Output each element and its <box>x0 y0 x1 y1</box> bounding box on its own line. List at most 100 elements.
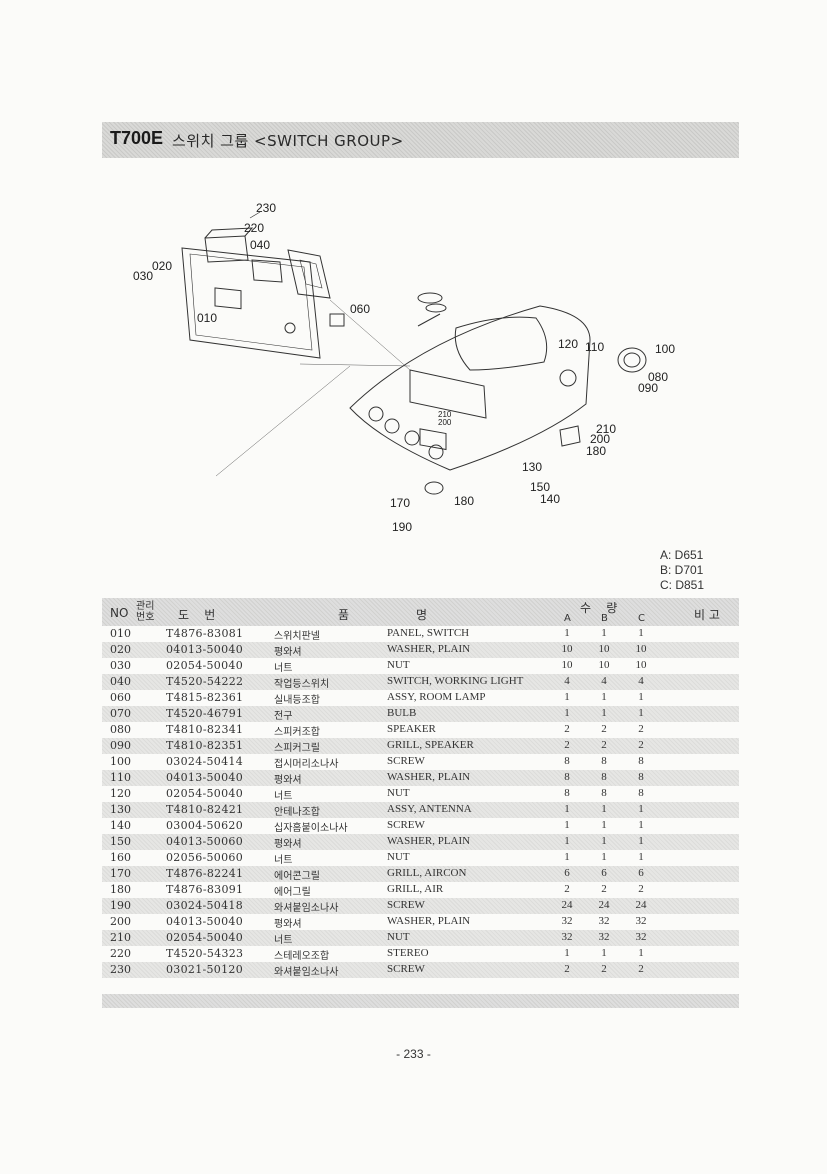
part-no: 220 <box>110 947 131 960</box>
part-name-kr: 너트 <box>274 855 293 866</box>
part-name-kr: 평와셔 <box>274 775 302 786</box>
qty-c: 10 <box>635 659 647 671</box>
switch-panel-shape <box>181 247 321 359</box>
qty-a: 1 <box>564 707 570 719</box>
qty-b: 2 <box>601 963 607 975</box>
table-header: NO 관리 번호 도 번 품 명 수 량 A B C 비 고 <box>102 598 739 626</box>
exploded-parts-diagram: 230 220 040 020 030 010 060 120 110 100 … <box>120 190 700 550</box>
part-code: T4520-46791 <box>166 707 244 720</box>
part-name-kr: 평와셔 <box>274 647 302 658</box>
callout-030: 030 <box>133 269 153 283</box>
qty-b: 1 <box>601 627 607 639</box>
part-no: 120 <box>110 787 131 800</box>
part-name-en: GRILL, SPEAKER <box>387 739 474 751</box>
part-no: 230 <box>110 963 131 976</box>
diagram-drawing: 230 220 040 020 030 010 060 120 110 100 … <box>133 201 675 534</box>
qty-c: 32 <box>635 915 647 927</box>
qty-c: 8 <box>638 755 644 767</box>
qty-b: 2 <box>601 723 607 735</box>
part-no: 150 <box>110 835 131 848</box>
part-no: 030 <box>110 659 131 672</box>
col-remarks: 비 고 <box>694 608 720 622</box>
part-name-kr: 작업등스위치 <box>274 679 330 690</box>
qty-b: 1 <box>601 835 607 847</box>
qty-a: 8 <box>564 771 570 783</box>
part-name-kr: 스피커조합 <box>274 727 320 738</box>
qty-a: 10 <box>561 643 573 655</box>
part-no: 040 <box>110 675 131 688</box>
qty-b: 8 <box>601 787 607 799</box>
part-code: 02054-50040 <box>166 659 244 672</box>
part-no: 070 <box>110 707 131 720</box>
qty-b: 1 <box>601 851 607 863</box>
part-name-en: GRILL, AIRCON <box>387 867 467 879</box>
callout-010: 010 <box>197 311 217 325</box>
part-name-kr: 에어콘그릴 <box>274 871 320 882</box>
part-name-kr: 십자홈붙이소나사 <box>274 823 348 834</box>
qty-c: 1 <box>638 851 644 863</box>
part-code: T4876-83081 <box>166 627 244 640</box>
part-code: T4876-83091 <box>166 883 244 896</box>
part-name-kr: 전구 <box>274 711 293 722</box>
qty-c: 1 <box>638 947 644 959</box>
part-no: 100 <box>110 755 131 768</box>
part-code: 04013-50040 <box>166 643 244 656</box>
switch-window-shape <box>214 287 242 310</box>
qty-b: 10 <box>598 659 610 671</box>
model-a: A: D651 <box>660 548 704 562</box>
col-no: NO <box>110 606 129 620</box>
callout-180-right: 180 <box>586 444 606 458</box>
part-code: T4520-54222 <box>166 675 244 688</box>
part-name-en: WASHER, PLAIN <box>387 835 471 847</box>
part-code: T4810-82421 <box>166 803 244 816</box>
part-name-en: ASSY, ANTENNA <box>387 803 472 815</box>
part-name-en: WASHER, PLAIN <box>387 915 471 927</box>
page-number: - 233 - <box>396 1047 431 1061</box>
part-code: 04013-50040 <box>166 771 244 784</box>
part-name-en: ASSY, ROOM LAMP <box>387 691 486 703</box>
part-name-en: SWITCH, WORKING LIGHT <box>387 675 524 687</box>
qty-a: 8 <box>564 755 570 767</box>
part-no: 080 <box>110 723 131 736</box>
qty-c: 8 <box>638 771 644 783</box>
qty-a: 8 <box>564 787 570 799</box>
part-code: 03024-50414 <box>166 755 244 768</box>
part-code: T4815-82361 <box>166 691 244 704</box>
callout-210-right: 210 <box>596 422 616 436</box>
part-name-kr: 너트 <box>274 663 293 674</box>
qty-b: 4 <box>601 675 607 687</box>
callout-060: 060 <box>350 302 370 316</box>
part-name-en: NUT <box>387 931 410 943</box>
qty-a: 1 <box>564 851 570 863</box>
part-no: 200 <box>110 915 131 928</box>
qty-a: 1 <box>564 691 570 703</box>
callout-190: 190 <box>392 520 412 534</box>
part-name-en: GRILL, AIR <box>387 883 444 895</box>
qty-a: 1 <box>564 627 570 639</box>
callout-200-right: 200 <box>590 432 610 446</box>
qty-b: 1 <box>601 707 607 719</box>
part-name-en: NUT <box>387 787 410 799</box>
part-code: T4520-54323 <box>166 947 244 960</box>
callout-220: 220 <box>244 221 264 235</box>
table-row: 040 T4520-54222 작업등스위치 SWITCH, WORKING LIGH… <box>102 674 739 690</box>
part-no: 010 <box>110 627 131 640</box>
part-name-en: WASHER, PLAIN <box>387 771 471 783</box>
part-no: 130 <box>110 803 131 816</box>
callout-200-center: 200 <box>438 418 452 427</box>
qty-b: 1 <box>601 819 607 831</box>
section-header: T700E 스위치 그룹 <SWITCH GROUP> <box>102 122 739 158</box>
qty-c: 1 <box>638 691 644 703</box>
part-no: 160 <box>110 851 131 864</box>
part-name-kr: 접시머리소나사 <box>274 759 339 770</box>
qty-a: 2 <box>564 723 570 735</box>
part-no: 180 <box>110 883 131 896</box>
part-name-kr: 스피커그릴 <box>274 743 320 754</box>
